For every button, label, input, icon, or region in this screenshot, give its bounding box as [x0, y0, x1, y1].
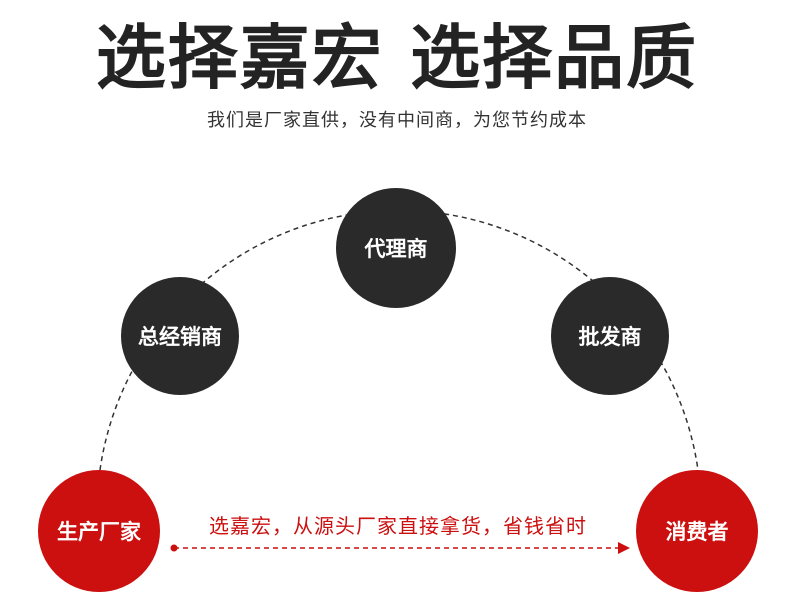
- node-agent-label: 代理商: [364, 237, 428, 261]
- node-general-distributor-label: 总经销商: [138, 325, 222, 349]
- node-consumer: 消费者: [636, 470, 758, 592]
- node-wholesaler-label: 批发商: [578, 325, 642, 349]
- arrow-head: [618, 542, 630, 554]
- node-factory-label: 生产厂家: [57, 520, 141, 544]
- node-consumer-label: 消费者: [665, 520, 729, 544]
- subtitle: 我们是厂家直供，没有中间商，为您节约成本: [207, 110, 587, 131]
- node-general-distributor: 总经销商: [121, 277, 239, 395]
- direct-supply-slogan: 选嘉宏，从源头厂家直接拿货，省钱省时: [209, 514, 587, 538]
- node-wholesaler: 批发商: [551, 277, 669, 395]
- node-agent: 代理商: [336, 188, 456, 308]
- main-title: 选择嘉宏 选择品质: [95, 17, 699, 99]
- arrow-start-dot: [170, 544, 178, 552]
- node-factory: 生产厂家: [38, 470, 160, 592]
